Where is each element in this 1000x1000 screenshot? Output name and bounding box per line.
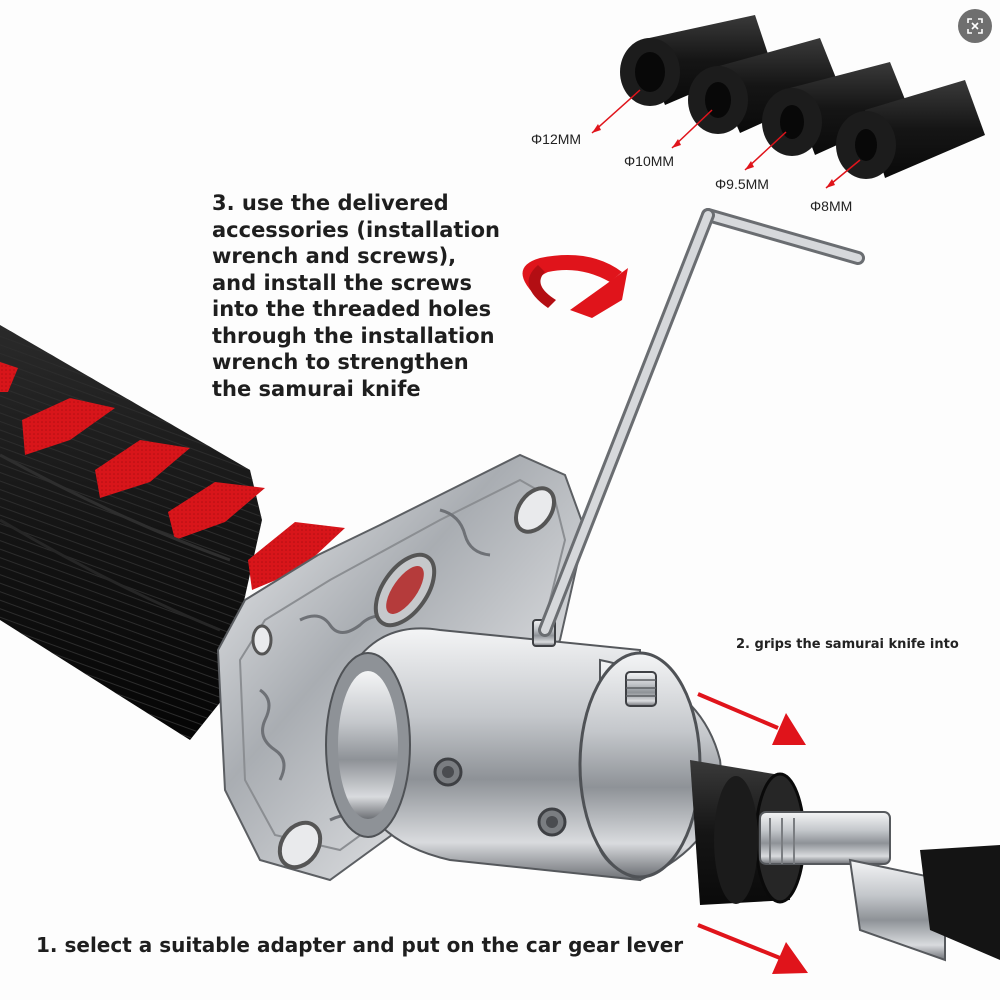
adapter-set	[591, 15, 985, 189]
adapter-size-label: Φ10MM	[624, 153, 675, 169]
direction-arrow-icon	[697, 923, 808, 974]
adapter-12mm	[620, 15, 770, 106]
adapter-sleeve	[690, 760, 806, 905]
adapter-9-5mm	[762, 62, 910, 156]
adapter-size-label: Φ8MM	[810, 198, 853, 214]
step-3-line: 3. use the delivered	[212, 191, 449, 215]
hex-wrench	[538, 208, 865, 637]
step-3-line: wrench to strengthen	[212, 350, 469, 374]
adapter-10mm	[688, 38, 840, 134]
rotation-arrow-icon	[522, 255, 628, 318]
step-2-caption: 2. grips the samurai knife into	[736, 637, 959, 652]
step-3-line: into the threaded holes	[212, 297, 492, 321]
step-3-line: wrench and screws),	[212, 244, 457, 268]
grip-handle	[0, 325, 345, 740]
adapter-size-label: Φ12MM	[531, 131, 582, 147]
direction-arrow-icon	[697, 692, 806, 745]
zoom-expand-icon	[967, 18, 983, 34]
step-1-caption: 1. select a suitable adapter and put on …	[36, 933, 684, 957]
metal-collar	[325, 619, 722, 882]
step-3-line: accessories (installation	[212, 217, 500, 242]
adapter-8mm	[836, 80, 985, 179]
gear-lever-rod	[759, 811, 1000, 962]
step-3-line: the samurai knife	[212, 376, 421, 401]
step-3-line: through the installation	[212, 323, 495, 348]
step-3-instructions: 3. use the delivered accessories (instal…	[212, 190, 512, 402]
step-3-line: and install the screws	[212, 270, 473, 295]
zoom-expand-button[interactable]	[958, 9, 992, 43]
adapter-size-label: Φ9.5MM	[715, 176, 769, 192]
